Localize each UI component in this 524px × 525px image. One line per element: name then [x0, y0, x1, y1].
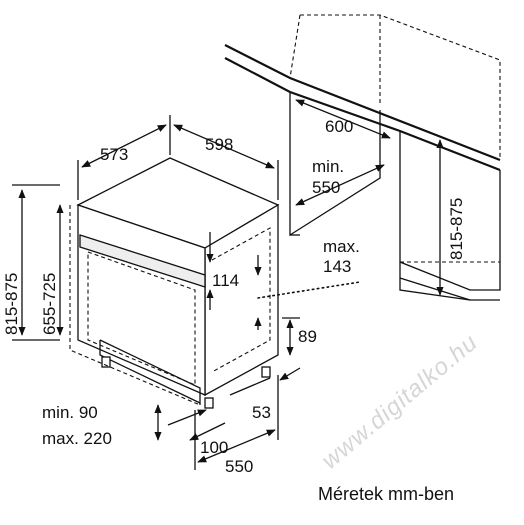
countertop-niche [224, 14, 501, 301]
foot-front-right [204, 397, 214, 409]
label-plinth-max: max. 220 [42, 429, 112, 448]
label-niche-min: min. [312, 157, 344, 176]
label-114: 114 [212, 271, 239, 290]
dishwasher-body [69, 157, 280, 409]
label-53: 53 [252, 403, 271, 422]
dimension-lines [12, 99, 444, 470]
label-573: 573 [100, 145, 128, 164]
label-598: 598 [205, 135, 233, 154]
dimension-labels: 573 598 600 min. 550 max. 143 114 89 815… [2, 117, 466, 476]
caption-units: Méretek mm-ben [318, 484, 454, 504]
label-plinth-min: min. 90 [42, 403, 98, 422]
label-max: max. [323, 237, 360, 256]
label-143: 143 [323, 257, 351, 276]
foot-front-left [101, 356, 111, 368]
label-left-815-875: 815-875 [2, 273, 21, 335]
watermark: www.digitalko.hu [317, 329, 484, 475]
label-bottom-550: 550 [225, 457, 253, 476]
label-100: 100 [200, 438, 228, 457]
label-89: 89 [298, 327, 317, 346]
label-niche-550: 550 [312, 178, 340, 197]
label-right-815-875: 815-875 [447, 198, 466, 260]
label-left-655-725: 655-725 [40, 273, 59, 335]
label-600: 600 [325, 117, 353, 136]
foot-back-right [261, 366, 271, 378]
